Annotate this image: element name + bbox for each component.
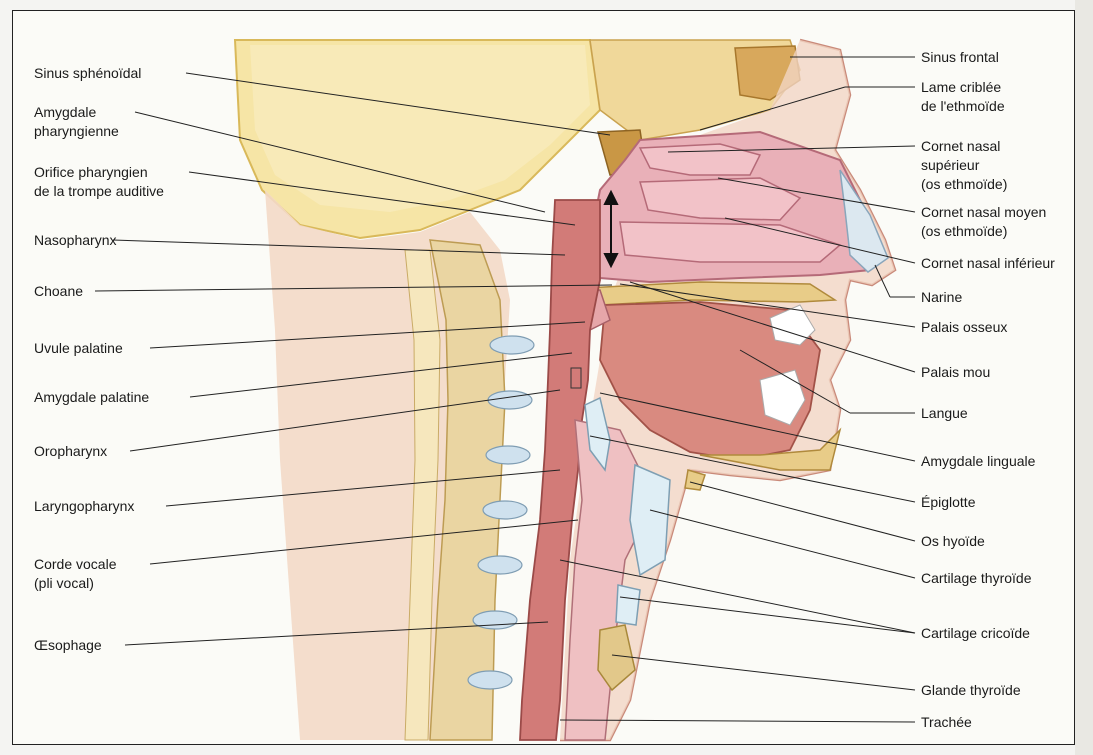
label-cornet-sup-line1: Cornet nasal [921,138,1000,154]
label-cornet-sup-line3: (os ethmoïde) [921,176,1007,192]
label-amygdale-linguale: Amygdale linguale [921,453,1036,469]
label-oropharynx: Oropharynx [34,443,107,459]
label-laryngopharynx: Laryngopharynx [34,498,134,514]
label-epiglotte: Épiglotte [921,494,976,510]
label-sinus-sphenoidal: Sinus sphénoïdal [34,65,141,81]
label-choane: Choane [34,283,83,299]
label-corde-line1: Corde vocale [34,556,117,572]
label-cornet-inf: Cornet nasal inférieur [921,255,1055,271]
label-os-hyoide: Os hyoïde [921,533,985,549]
label-narine: Narine [921,289,962,305]
label-oesophage: Œsophage [34,637,102,653]
label-corde-line2: (pli vocal) [34,575,94,591]
label-cartilage-cricoide: Cartilage cricoïde [921,625,1030,641]
label-nasopharynx: Nasopharynx [34,232,117,248]
label-amygdale-pharyngienne-line1: Amygdale [34,104,96,120]
label-orifice-line1: Orifice pharyngien [34,164,148,180]
label-palais-mou: Palais mou [921,364,990,380]
label-cornet-moy-line1: Cornet nasal moyen [921,204,1046,220]
label-orifice-line2: de la trompe auditive [34,183,164,199]
label-trachee: Trachée [921,714,972,730]
label-lame-line2: de l'ethmoïde [921,98,1005,114]
label-amygdale-pharyngienne-line2: pharyngienne [34,123,119,139]
label-amygdale-palatine: Amygdale palatine [34,389,149,405]
label-glande-thyroide: Glande thyroïde [921,682,1021,698]
label-cartilage-thyroide: Cartilage thyroïde [921,570,1032,586]
label-sinus-frontal: Sinus frontal [921,49,999,65]
label-lame-line1: Lame criblée [921,79,1001,95]
label-palais-osseux: Palais osseux [921,319,1007,335]
label-langue: Langue [921,405,968,421]
label-cornet-sup-line2: supérieur [921,157,980,173]
label-uvule: Uvule palatine [34,340,123,356]
label-cornet-moy-line2: (os ethmoïde) [921,223,1007,239]
